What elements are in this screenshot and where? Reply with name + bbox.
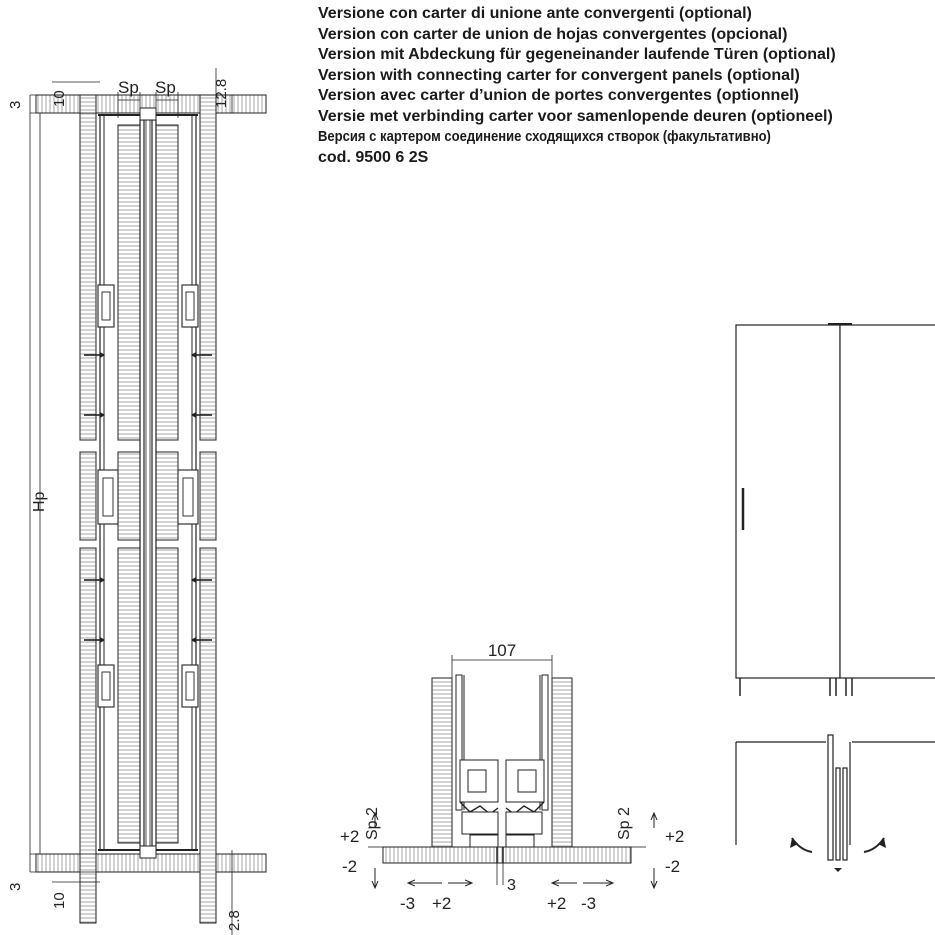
title-german: Version mit Abdeckung für gegeneinander … (318, 46, 836, 63)
title-russian: Версия с картером соединение сходящихся … (318, 129, 771, 145)
dim-sp2-left: Sp 2 (364, 807, 381, 840)
title-block: Versione con carter di unione ante conve… (318, 4, 935, 168)
tol-minus3-right: -3 (581, 894, 596, 913)
dim-10-top: 10 (51, 90, 68, 107)
tol-plus2-bottom-left: +2 (432, 894, 451, 913)
dim-10-bottom: 10 (51, 892, 68, 909)
title-spanish: Version con carter de union de hojas con… (318, 25, 788, 43)
dim-sp-left: Sp (118, 78, 139, 97)
product-code: cod. 9500 6 2S (318, 148, 429, 166)
dim-107: 107 (488, 641, 516, 660)
tol-plus2-right: +2 (665, 827, 684, 846)
title-english: Version with connecting carter for conve… (318, 66, 800, 84)
dim-2-8: 2.8 (226, 910, 243, 931)
tol-minus2-left: -2 (342, 857, 357, 876)
dim-sp-right: Sp (155, 78, 176, 97)
dim-hp: Hp (31, 491, 48, 512)
title-french: Version avec carter d’union de portes co… (318, 87, 799, 104)
title-dutch: Versie met verbinding carter voor samenl… (318, 107, 833, 125)
tol-plus2-bottom-right: +2 (547, 894, 566, 913)
tol-minus3-left: -3 (400, 894, 415, 913)
plan-view (735, 734, 935, 872)
vertical-section-view: 3 10 Sp Sp 12.8 Hp 3 10 2.8 (7, 68, 267, 935)
horizontal-section-view: 107 Sp 2 Sp 2 +2 -2 +2 -2 -3 +2 +2 -3 3 (340, 641, 684, 913)
dim-3-gap: 3 (507, 877, 516, 894)
elevation-view (735, 323, 935, 696)
dim-12-8: 12.8 (213, 79, 230, 108)
dim-3-top: 3 (7, 101, 24, 109)
dim-3-bottom: 3 (7, 883, 24, 891)
tol-minus2-right: -2 (665, 857, 680, 876)
title-italian: Versione con carter di unione ante conve… (318, 5, 752, 22)
dim-sp2-right: Sp 2 (616, 807, 633, 840)
tol-plus2-left: +2 (340, 827, 359, 846)
